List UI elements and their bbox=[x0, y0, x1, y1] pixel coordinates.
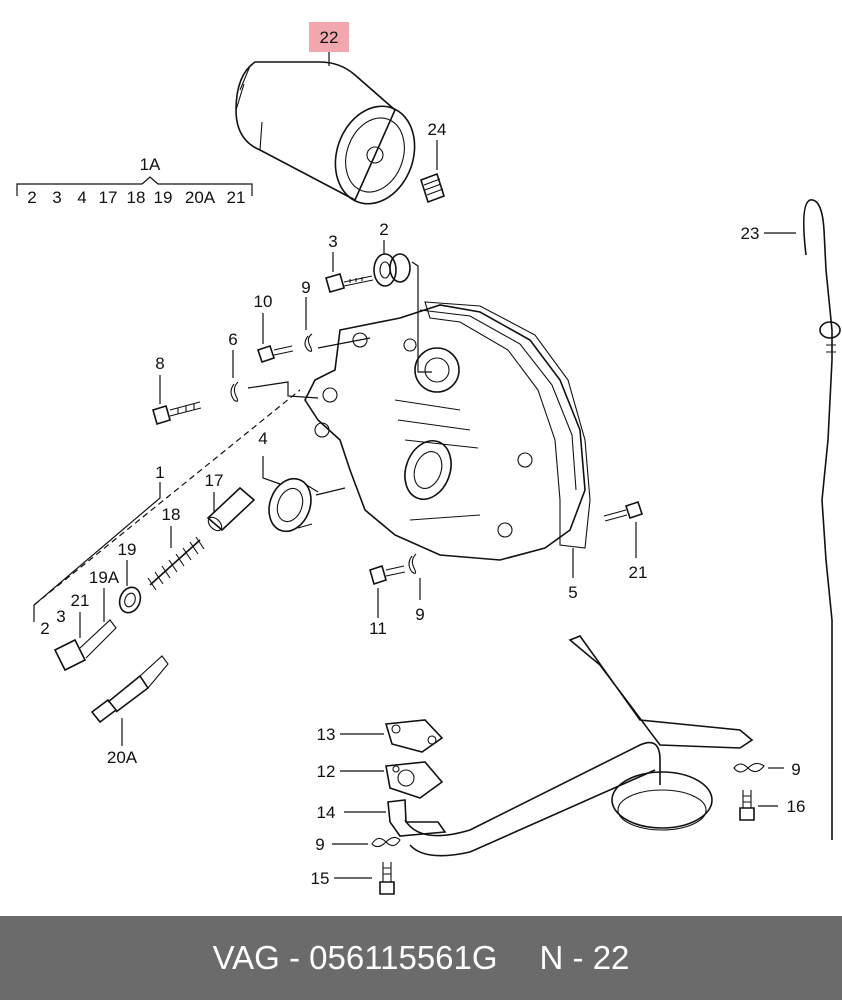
callout-14: 14 bbox=[317, 803, 336, 822]
callout-15: 15 bbox=[311, 869, 330, 888]
part-number: VAG - 056115561G bbox=[212, 939, 498, 976]
group-item-20a: 20A bbox=[185, 188, 216, 207]
dipstick-23 bbox=[802, 199, 841, 840]
washer-9 bbox=[304, 333, 313, 352]
flange-12 bbox=[385, 761, 444, 799]
plug-21 bbox=[53, 619, 117, 672]
leader-1 bbox=[33, 482, 161, 622]
group-item-18: 18 bbox=[127, 188, 146, 207]
callout-20a: 20A bbox=[107, 748, 138, 767]
bolt-8 bbox=[152, 401, 202, 426]
callout-9-mid: 9 bbox=[415, 605, 424, 624]
pressure-switch-20a bbox=[90, 655, 169, 724]
grommet-2 bbox=[373, 253, 411, 287]
spring-18 bbox=[147, 536, 205, 591]
oil-filter bbox=[235, 61, 416, 205]
callout-2-left: 2 bbox=[40, 619, 49, 638]
parts-diagram: 22 24 1A 2 3 4 17 18 19 20A 21 5 3 bbox=[16, 22, 841, 895]
washer-9-mid bbox=[408, 553, 417, 574]
callout-1: 1 bbox=[155, 463, 164, 482]
group-item-3: 3 bbox=[52, 188, 61, 207]
oil-pickup bbox=[404, 635, 754, 857]
callout-16: 16 bbox=[787, 797, 806, 816]
group-item-19: 19 bbox=[154, 188, 173, 207]
callout-12: 12 bbox=[317, 762, 336, 781]
callout-3-left: 3 bbox=[56, 607, 65, 626]
callout-21-right: 21 bbox=[629, 563, 648, 582]
seal-ring-4 bbox=[268, 477, 319, 533]
callout-10: 10 bbox=[254, 292, 273, 311]
callout-9-low: 9 bbox=[315, 835, 324, 854]
group-item-4: 4 bbox=[77, 188, 86, 207]
bolt-21 bbox=[603, 500, 644, 522]
callout-13: 13 bbox=[317, 725, 336, 744]
washer-9-low bbox=[371, 836, 401, 848]
callout-22: 22 bbox=[320, 28, 339, 47]
callout-18: 18 bbox=[162, 505, 181, 524]
callout-11: 11 bbox=[369, 619, 387, 638]
callout-23: 23 bbox=[741, 224, 760, 243]
piston-17 bbox=[206, 486, 256, 532]
callout-2: 2 bbox=[379, 220, 388, 239]
washer-6 bbox=[230, 381, 239, 402]
group-item-17: 17 bbox=[99, 188, 118, 207]
callout-21-left: 21 bbox=[71, 591, 90, 610]
group-item-2: 2 bbox=[27, 188, 36, 207]
callout-19a: 19A bbox=[89, 568, 120, 587]
callout-1a: 1A bbox=[140, 155, 161, 174]
callout-9-right: 9 bbox=[791, 760, 800, 779]
callout-24: 24 bbox=[428, 120, 447, 139]
gasket bbox=[424, 301, 591, 549]
callout-17: 17 bbox=[205, 471, 224, 490]
bolt-11 bbox=[369, 564, 406, 586]
washer-9-right bbox=[733, 762, 765, 773]
bolt-10 bbox=[256, 344, 294, 364]
callout-19: 19 bbox=[118, 540, 137, 559]
flange-14 bbox=[387, 799, 447, 837]
highlight-box bbox=[309, 22, 349, 52]
gasket-13 bbox=[384, 719, 444, 753]
filter-housing bbox=[304, 304, 586, 561]
bolt-16 bbox=[739, 790, 755, 821]
bolt-3 bbox=[325, 273, 374, 293]
callout-6: 6 bbox=[228, 330, 237, 349]
page-reference: N - 22 bbox=[539, 939, 630, 976]
callout-4: 4 bbox=[258, 429, 267, 448]
group-bracket bbox=[16, 176, 253, 196]
group-item-21: 21 bbox=[227, 188, 246, 207]
part-number-footer: VAG - 056115561G N - 22 bbox=[0, 916, 842, 1000]
threaded-nipple bbox=[420, 172, 445, 204]
callout-5: 5 bbox=[568, 583, 577, 602]
callout-8: 8 bbox=[155, 354, 164, 373]
bolt-15 bbox=[379, 862, 395, 895]
callout-3: 3 bbox=[328, 232, 337, 251]
seal-19 bbox=[118, 586, 142, 614]
callout-9-top: 9 bbox=[301, 278, 310, 297]
